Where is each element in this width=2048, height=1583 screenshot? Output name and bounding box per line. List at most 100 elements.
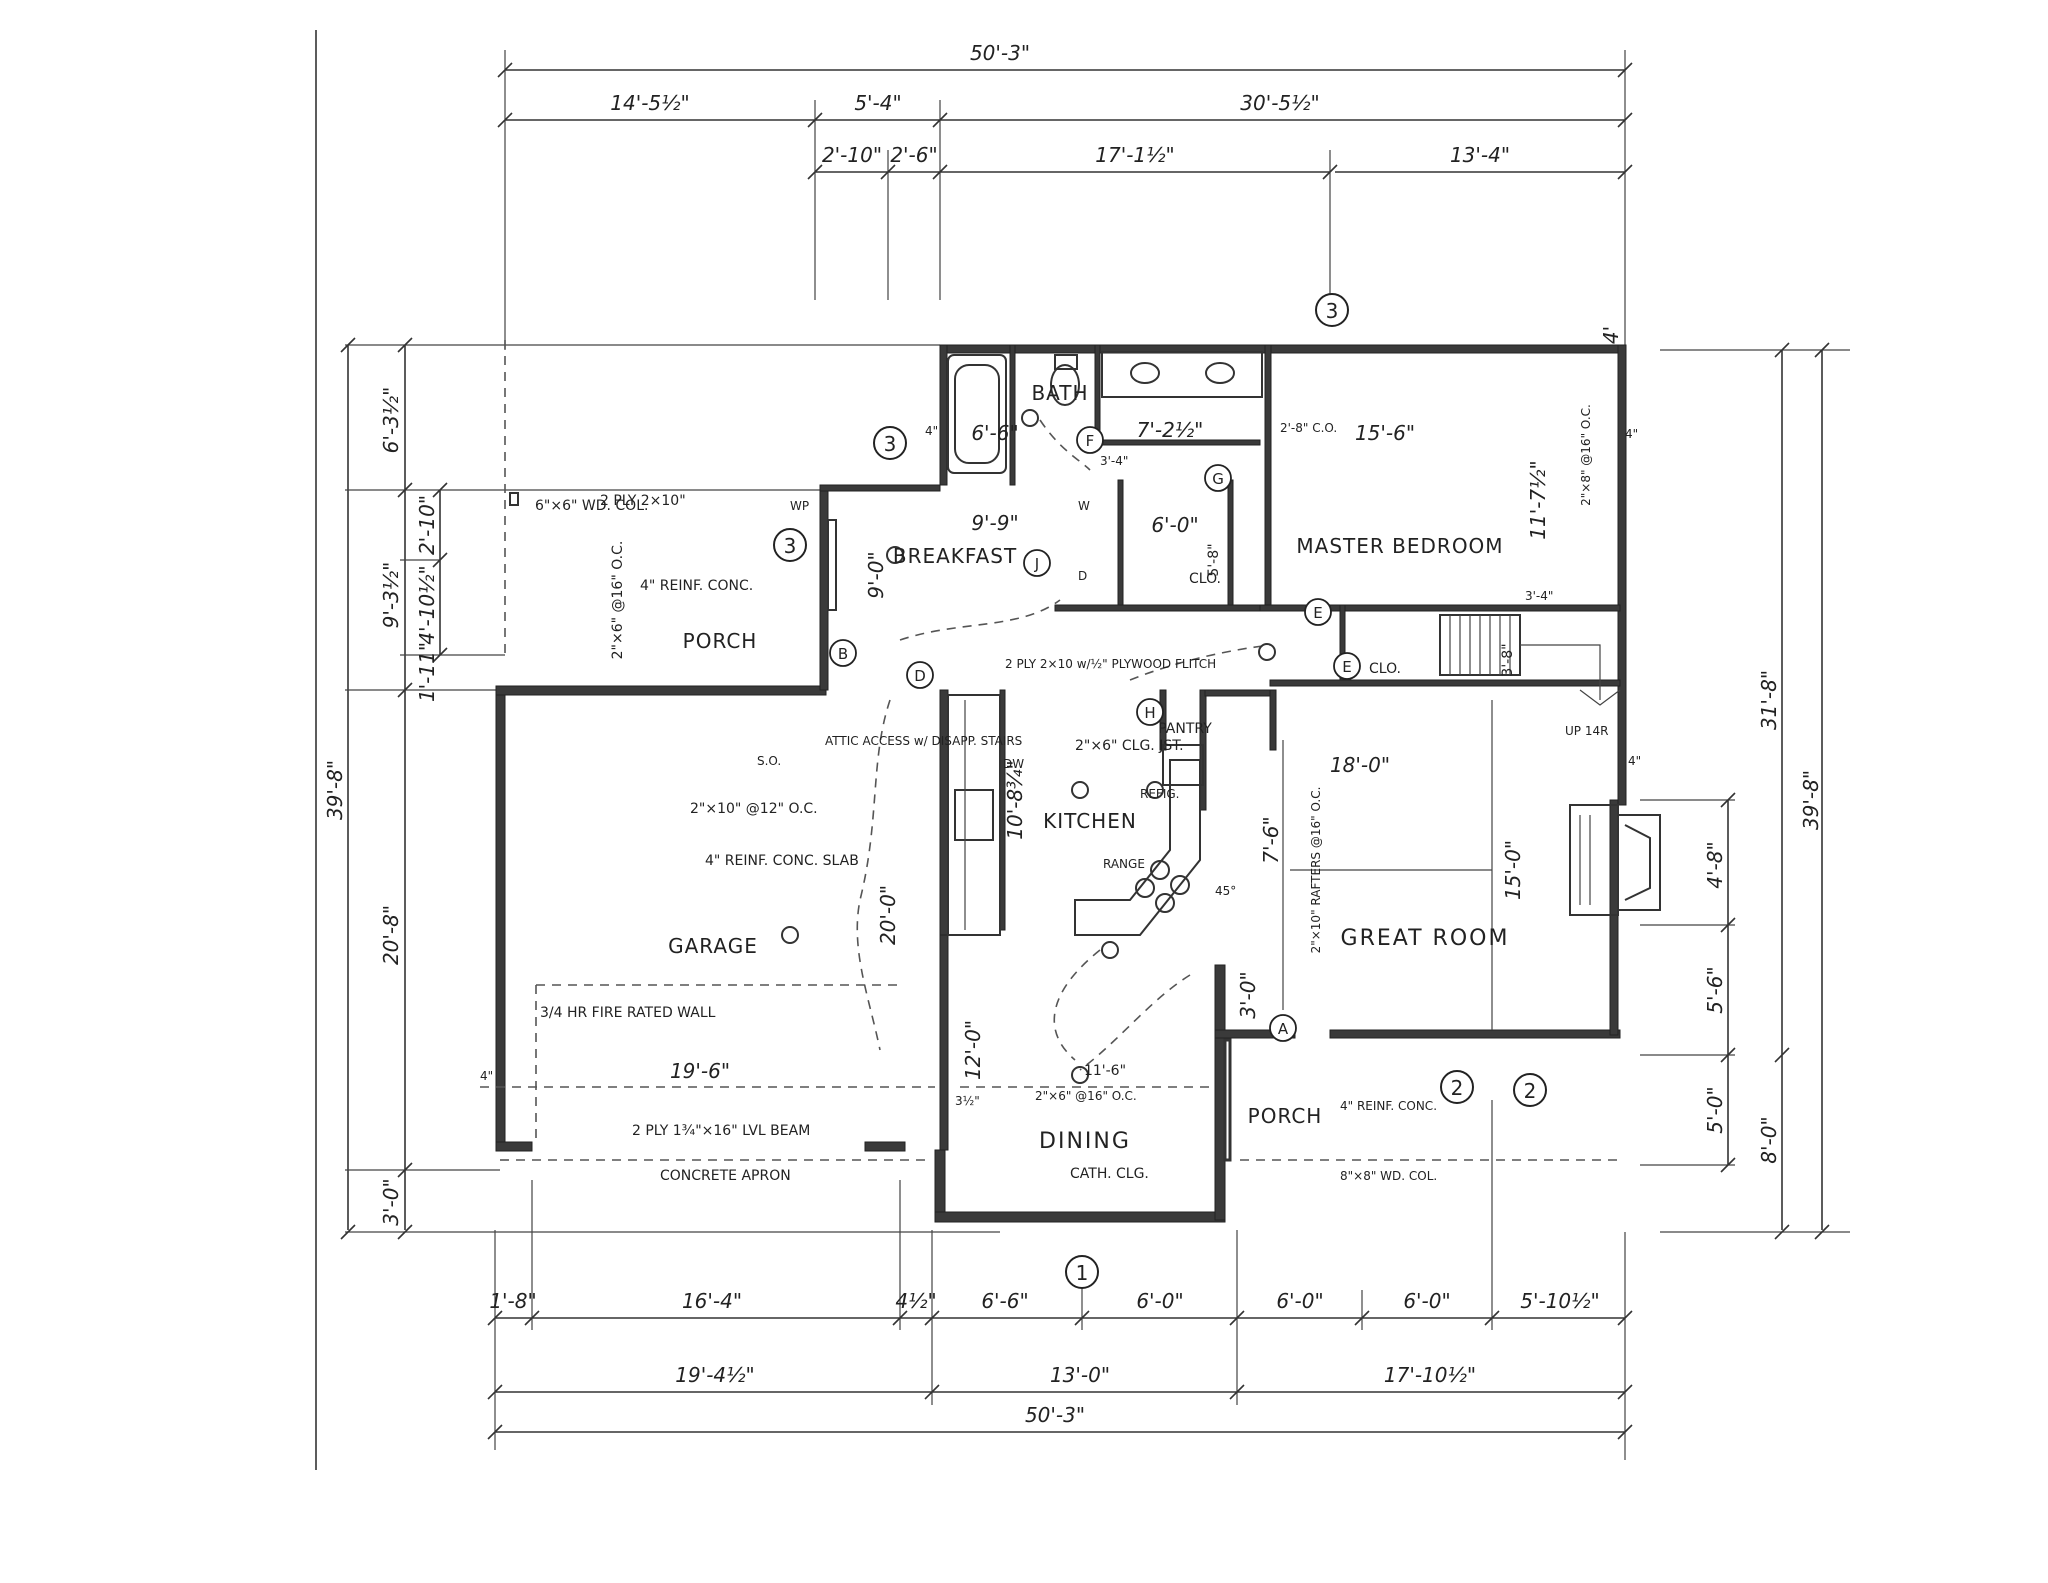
dim-stair: 3'-8" [1500, 643, 1516, 676]
note-dim-45: 45° [1215, 884, 1236, 898]
note-dishwasher: DW [1003, 757, 1024, 771]
door-tag-e2: E [1333, 652, 1361, 680]
note-lvl-beam: 2 PLY 1¾"×16" LVL BEAM [632, 1123, 810, 1139]
door-tag-h: H [1136, 698, 1164, 726]
note-dryer: D [1078, 569, 1087, 583]
section-marker-1: 1 [1065, 1255, 1099, 1289]
dim-kitchen-height: 10'-8¾" [1003, 760, 1027, 839]
dim-right-seg-3: 5'-6" [1703, 966, 1727, 1013]
room-porch-front: PORCH [1248, 1104, 1323, 1128]
note-dim-4c: 4" [1625, 427, 1638, 441]
room-porch-rear: PORCH [683, 629, 758, 653]
dim-left-seg-4: 3'-0" [379, 1178, 403, 1225]
room-bath: BATH [1031, 381, 1088, 405]
dim-bath-vanity: 7'-2½" [1137, 418, 1204, 442]
section-marker-3a: 3 [1315, 293, 1349, 327]
svg-text:1: 1 [1076, 1261, 1089, 1285]
door-tag-d: D [906, 661, 934, 689]
dim-top-overall: 50'-3" [970, 41, 1030, 65]
dim-bath-width: 6'-6" [971, 421, 1018, 445]
svg-text:A: A [1278, 1020, 1289, 1038]
room-garage: GARAGE [668, 934, 758, 958]
dim-right-seg-2: 4'-8" [1703, 841, 1727, 888]
fireplace [1569, 804, 1661, 916]
door-tag-a: A [1269, 1014, 1297, 1042]
note-dim-2-8: 2'-8" C.O. [1280, 421, 1337, 435]
dim-left-sub-3: 1'-11" [415, 642, 439, 702]
bottom-dimensions [487, 1100, 1633, 1460]
svg-text:G: G [1212, 470, 1224, 488]
toilet [1050, 364, 1080, 406]
dim-bottom-seg-1: 1'-8" [489, 1289, 536, 1313]
walls [495, 344, 1627, 1223]
note-front-col: 8"×8" WD. COL. [1340, 1169, 1437, 1183]
note-garage-slab: 4" REINF. CONC. SLAB [705, 853, 859, 869]
dim-left-seg-2: 9'-3½" [379, 562, 403, 629]
dashed-lines [480, 340, 1620, 1161]
bath-fixtures [947, 351, 1263, 474]
note-master-rafter: 2"×8" @16" O.C. [1579, 404, 1593, 506]
dim-top-sub-1: 2'-10" [822, 143, 882, 167]
dim-top-seg-2: 5'-4" [854, 91, 901, 115]
note-front-porch-slab: 4" REINF. CONC. [1340, 1099, 1437, 1113]
door-tag-f: F [1076, 426, 1104, 454]
note-fire-wall: 3/4 HR FIRE RATED WALL [540, 1005, 716, 1021]
note-dining-joist: 2"×6" @16" O.C. [1035, 1089, 1137, 1103]
dim-right-seg-1: 31'-8" [1757, 670, 1781, 730]
room-dining: DINING [1039, 1129, 1131, 1154]
note-refrigerator: REFIG. [1140, 787, 1179, 801]
stairs [1439, 614, 1621, 706]
sink [954, 789, 994, 841]
refrigerator [1162, 744, 1204, 786]
dim-closet-width: 6'-0" [1151, 513, 1198, 537]
dim-bottom-mid-3: 17'-10½" [1384, 1363, 1476, 1387]
room-master-bedroom: MASTER BEDROOM [1296, 534, 1503, 558]
note-dining-ceiling: CATH. CLG. [1070, 1166, 1149, 1182]
room-great-room: GREAT ROOM [1341, 926, 1510, 951]
note-porch-joist: 2"×6" @16" O.C. [610, 541, 626, 660]
room-pantry: PANTRY [1158, 721, 1212, 737]
note-apron: CONCRETE APRON [660, 1168, 791, 1184]
top-dimensions [497, 50, 1633, 350]
dim-master-width: 15'-6" [1355, 421, 1415, 445]
dim-dining-width: 11'-6" [1084, 1063, 1126, 1079]
door-tag-g: G [1204, 464, 1232, 492]
dim-top-sub-3: 17'-1½" [1095, 143, 1174, 167]
note-dim-3-half: 3½" [955, 1094, 980, 1108]
svg-text:3: 3 [1326, 299, 1339, 323]
note-great-rafter: 2"×10" RAFTERS @16" O.C. [1309, 787, 1323, 954]
dim-breakfast-height: 9'-0" [864, 551, 888, 598]
svg-text:E: E [1342, 658, 1351, 676]
note-dim-4d: 4" [925, 424, 938, 438]
note-dim-3-4b: 3'-4" [1525, 589, 1553, 603]
bathtub [947, 354, 1007, 474]
dim-left-seg-1: 6'-3½" [379, 387, 403, 454]
svg-text:3: 3 [884, 432, 897, 456]
dim-hall-a: 3'-0" [1236, 971, 1260, 1018]
left-dimensions [340, 337, 1000, 1240]
dim-top-seg-3: 30'-5½" [1240, 91, 1319, 115]
dim-bottom-seg-2: 16'-4" [682, 1289, 742, 1313]
svg-text:H: H [1144, 704, 1155, 722]
dim-left-seg-3: 20'-8" [379, 905, 403, 965]
room-closet-1: CLO. [1189, 571, 1221, 587]
room-breakfast: BREAKFAST [893, 544, 1017, 568]
kitchen-counters [947, 694, 1204, 936]
note-porch-slab: 4" REINF. CONC. [640, 578, 753, 594]
light-fixtures [781, 409, 1276, 1084]
dim-great-height: 15'-0" [1501, 840, 1525, 900]
dim-left-sub-2: 4'-10½" [415, 565, 439, 644]
section-marker-2b: 2 [1513, 1073, 1547, 1107]
dim-bottom-seg-7: 6'-0" [1403, 1289, 1450, 1313]
dim-right-seg-4: 5'-0" [1703, 1086, 1727, 1133]
svg-text:E: E [1313, 604, 1322, 622]
dim-right-overall: 39'-8" [1799, 770, 1823, 830]
dim-breakfast-width: 9'-9" [971, 511, 1018, 535]
dim-bottom-mid-2: 13'-0" [1050, 1363, 1110, 1387]
section-marker-3b: 3 [873, 426, 907, 460]
dim-bottom-seg-3: 4½" [895, 1289, 936, 1313]
dim-top-sub-2: 2'-6" [890, 143, 937, 167]
right-dimensions [1640, 342, 1850, 1240]
note-up: UP 14R [1565, 724, 1608, 738]
